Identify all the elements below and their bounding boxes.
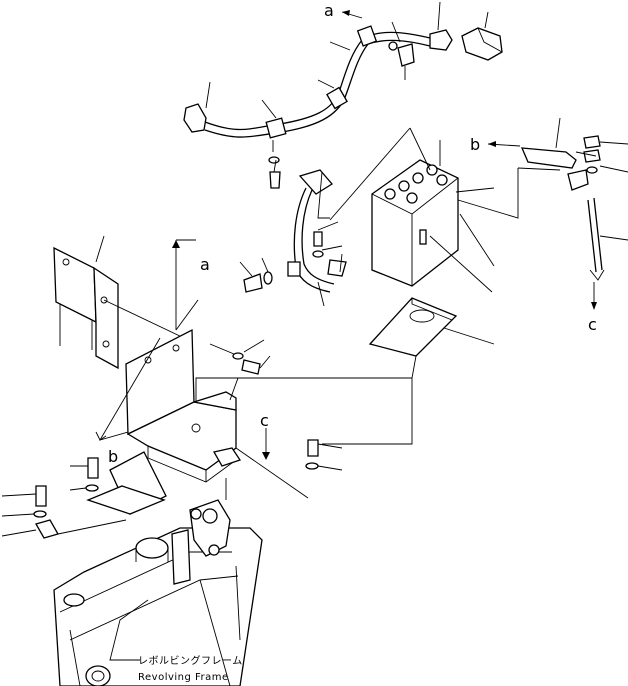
callout-a-mid: a <box>200 255 210 274</box>
tray-plate <box>368 297 458 357</box>
bolt-cable <box>313 231 323 247</box>
washer-left <box>263 271 273 285</box>
battery-cable <box>239 169 347 307</box>
washer-lower-1 <box>85 484 99 492</box>
washer-lower-2 <box>33 510 47 518</box>
relay-switch <box>461 27 503 61</box>
battery-bracket <box>86 239 413 515</box>
callout-a-top: a <box>324 1 334 20</box>
washer-center <box>305 462 319 470</box>
terminal-cap-left <box>183 103 207 133</box>
cable-clamp <box>287 261 301 277</box>
frame-cap <box>135 537 169 559</box>
bolt-clamp1 <box>269 171 281 189</box>
battery-tray <box>195 297 495 436</box>
caption-english: Revolving Frame <box>138 672 229 683</box>
bracket-arm <box>520 147 577 169</box>
cover-side <box>93 266 119 370</box>
washer-cable <box>312 250 324 258</box>
washer-top <box>388 41 398 51</box>
bracket-clip <box>567 169 589 191</box>
nut-1 <box>583 135 601 149</box>
callout-c-right: c <box>588 315 597 334</box>
cable-terminal <box>327 259 347 277</box>
nut-2 <box>583 149 601 163</box>
revolving-frame <box>53 478 263 686</box>
battery-label <box>419 229 427 245</box>
frame-hole <box>85 665 111 686</box>
callout-c-mid: c <box>260 411 269 430</box>
battery-terminal-1 <box>384 188 396 200</box>
upper-wire-harness <box>183 1 503 189</box>
bracket-tab <box>212 447 242 467</box>
washer-clamp1 <box>268 156 280 164</box>
lower-left-hardware <box>1 457 127 539</box>
leg-foot <box>86 485 166 515</box>
clip-lower <box>35 519 59 539</box>
bolt-center <box>307 439 319 457</box>
bolt-lower-1 <box>87 457 99 479</box>
bolt-bracket <box>241 359 261 375</box>
clamp-2 <box>326 86 348 110</box>
clamp-1 <box>265 117 287 139</box>
callout-b-left: b <box>108 447 118 466</box>
harness-connector <box>429 29 453 51</box>
washer-bracket <box>232 352 244 360</box>
caption-japanese: レボルビングフレーム <box>138 654 243 667</box>
cover-plate <box>53 235 185 370</box>
washer-right <box>586 166 598 174</box>
bolt-top <box>397 43 415 67</box>
callout-b-right: b <box>470 135 480 154</box>
frame-body <box>53 527 263 686</box>
clamp-3 <box>356 25 378 47</box>
terminal-cover <box>298 169 333 195</box>
frame-post <box>171 529 191 585</box>
bolt-left <box>243 273 263 293</box>
hold-down-bracket <box>487 117 628 310</box>
bolt-lower-2 <box>35 485 47 507</box>
battery <box>329 127 519 293</box>
